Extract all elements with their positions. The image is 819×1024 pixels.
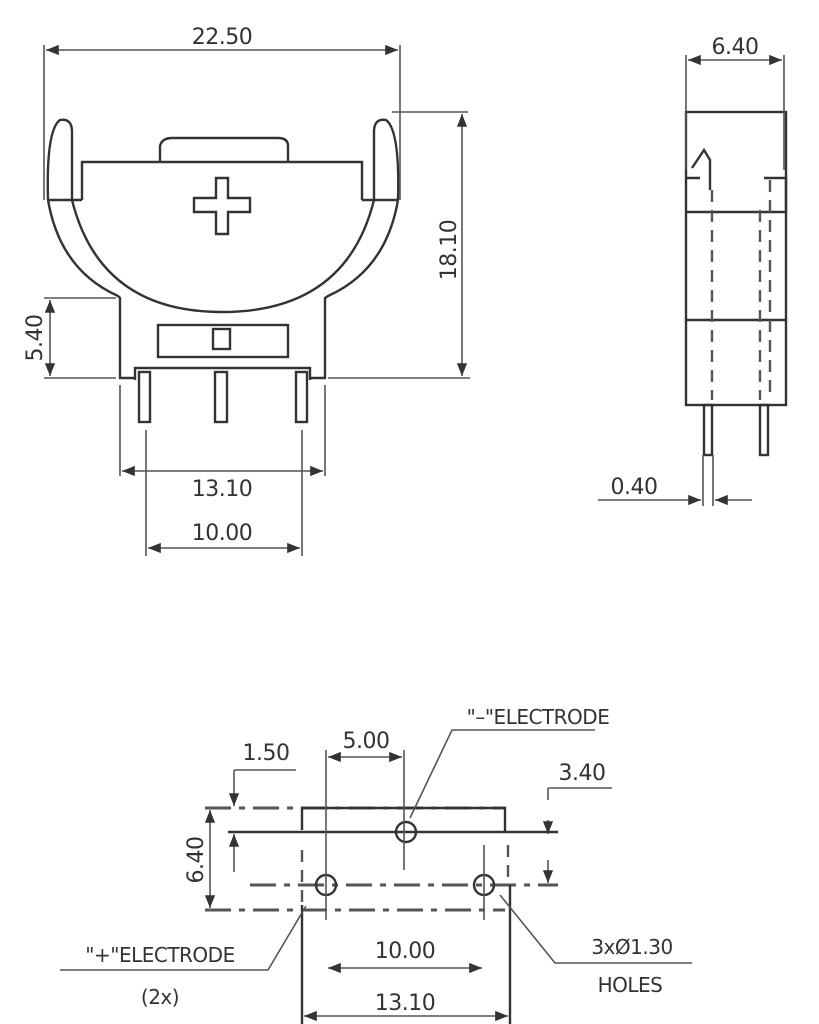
row-spacing-dimension: 3.40 [559, 761, 606, 786]
side-view: 6.40 0.40 [598, 35, 788, 506]
positive-electrode-label: "+"ELECTRODE [85, 943, 234, 967]
plus-symbol [192, 176, 252, 236]
width-dimension: 22.50 [192, 25, 252, 50]
pin-pitch-dimension: 10.00 [192, 521, 252, 546]
negative-electrode-label: "–"ELECTRODE [467, 705, 610, 729]
holes-label: 3xØ1.30 [591, 935, 672, 959]
front-view: 22.50 18.10 5.40 13.10 10.00 [23, 25, 470, 556]
hole-spacing-dimension: 5.00 [343, 729, 390, 754]
holes-sublabel: HOLES [598, 973, 663, 997]
footprint-depth-dimension: 6.40 [184, 837, 209, 884]
negative-hole [394, 820, 418, 844]
footprint-view: 5.00 1.50 6.40 3.40 "–"ELECTRODE "+"ELEC… [60, 705, 692, 1024]
footprint-pin-pitch-dimension: 10.00 [375, 939, 435, 964]
holder-outline [46, 118, 400, 424]
base-height-dimension: 5.40 [23, 315, 48, 362]
pin-thickness-dimension: 0.40 [611, 475, 658, 500]
outer-pin-span-dimension: 13.10 [192, 477, 252, 502]
height-dimension: 18.10 [437, 220, 462, 280]
side-depth-dimension: 6.40 [712, 35, 759, 60]
offset-dimension: 1.50 [243, 741, 290, 766]
footprint-outer-span-dimension: 13.10 [375, 991, 435, 1016]
positive-electrode-count: (2x) [141, 985, 179, 1009]
